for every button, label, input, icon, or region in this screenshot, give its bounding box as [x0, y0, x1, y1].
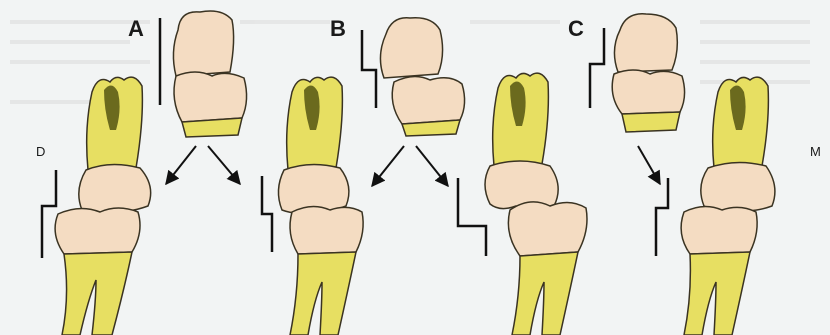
arrow-a-left [166, 146, 196, 184]
tooth-pair-1 [55, 77, 151, 335]
panel-b-top-teeth [380, 18, 464, 136]
pair-1-step-line-right [262, 176, 272, 252]
mesial-label: M [810, 144, 821, 159]
panel-b-step-line [362, 30, 376, 108]
panel-c-top-teeth [612, 14, 684, 132]
panel-label-c: C [568, 16, 584, 41]
panel-a-top-teeth [173, 11, 246, 137]
tooth-pair-2 [278, 77, 363, 335]
tooth-pair-4 [681, 77, 775, 335]
pair-1-step-line-left [42, 170, 56, 258]
arrow-a-right [208, 146, 240, 184]
arrow-b-left [372, 146, 404, 186]
panel-label-b: B [330, 16, 346, 41]
panel-label-a: A [128, 16, 144, 41]
arrow-b-right [416, 146, 448, 186]
panel-c-step-line [590, 28, 604, 108]
arrow-c [638, 146, 660, 184]
pair-2-step-line-right [458, 178, 486, 256]
tooth-pair-3 [485, 73, 587, 335]
pair-4-step-line-left [656, 178, 668, 256]
distal-label: D [36, 144, 45, 159]
